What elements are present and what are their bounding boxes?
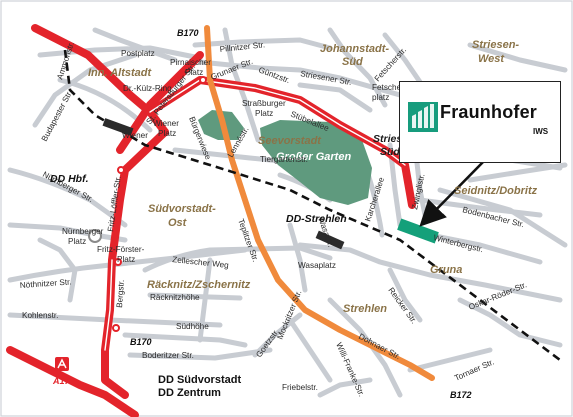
street-nuernberger-platz: Nürnberger	[62, 227, 104, 236]
district-gruna: Gruna	[430, 264, 462, 276]
station-hbf[interactable]: DD Hbf.	[50, 173, 89, 185]
district-johannstadt-2: Süd	[342, 56, 363, 68]
street-pirnaischer-2: Platz	[185, 68, 203, 77]
street-strassburger-2: Platz	[255, 109, 273, 118]
street-nuernberger-platz-2: Platz	[68, 237, 86, 246]
district-seidnitz: Seidnitz/Dobritz	[454, 185, 538, 197]
street-pirnaischer: Pirnaischer	[170, 58, 211, 67]
street-boderitzer: Boderitzer Str.	[142, 351, 194, 360]
street-fritz-foerster-2: Platz	[117, 255, 135, 264]
district-suedvorstadt: Südvorstadt-	[148, 203, 216, 215]
fraunhofer-location[interactable]	[397, 218, 439, 244]
street-wiener-platz-2: Platz	[158, 129, 176, 138]
district-striesen-sued-2: Süd	[380, 146, 400, 158]
orange-road-b172	[204, 25, 435, 381]
street-wiener-str: Wiener	[122, 131, 148, 140]
street-tiergartenstr: Tiergartenstr.	[260, 155, 308, 164]
fraunhofer-logo-icon	[408, 102, 438, 132]
street-wiener-platz: Wiener	[153, 119, 179, 128]
location-arrow	[419, 159, 486, 227]
nuernberger-platz-marker	[88, 229, 102, 243]
cluster-suedvorstadt: DD Südvorstadt	[158, 374, 241, 386]
street-fetscher-platz: Fetscher-	[372, 83, 407, 92]
district-strehlen: Strehlen	[343, 303, 387, 315]
district-grosser-garten: Großer Garten	[276, 151, 351, 163]
station-strehlen-marker[interactable]	[315, 230, 345, 250]
district-johannstadt: Johannstadt-	[320, 43, 389, 55]
district-raecknitz: Räcknitz/Zschernitz	[147, 279, 251, 291]
street-fritz-foerster: Fritz-Förster-	[97, 245, 145, 254]
station-strehlen[interactable]: DD-Strehlen	[286, 213, 347, 225]
road-a17: A17	[52, 376, 71, 386]
street-strassburger: Straßburger	[242, 99, 286, 108]
street-bergstr: Bergstr.	[115, 279, 126, 308]
cluster-zentrum: DD Zentrum	[158, 387, 221, 399]
street-noethnitzer: Nöthnitzer Str.	[20, 277, 72, 290]
district-striesen-west: Striesen-	[472, 39, 519, 51]
street-raecknitzhoehe: Räcknitzhöhe	[150, 293, 200, 302]
railway	[63, 49, 561, 362]
street-suedhoehe: Südhöhe	[176, 322, 209, 331]
station-hbf-marker[interactable]	[102, 118, 134, 136]
street-wasaplatz: Wasaplatz	[298, 261, 336, 270]
street-postplatz: Postplatz	[121, 49, 155, 58]
fraunhofer-logo-text: Fraunhofer	[440, 102, 538, 122]
district-suedvorstadt-2: Ost	[168, 217, 188, 229]
district-seevorstadt: Seevorstadt	[258, 135, 322, 147]
district-inn-altstadt: Inn. Altstadt	[88, 67, 152, 79]
street-kohlenstr: Kohlenstr.	[22, 311, 58, 320]
street-kuelz: Dr.-Külz-Ring	[123, 84, 172, 93]
road-b172: B172	[450, 390, 472, 400]
fraunhofer-logo-box[interactable]: Fraunhofer IWS	[399, 81, 561, 163]
road-b170-bottom: B170	[130, 337, 152, 347]
street-friebelstr: Friebelstr.	[282, 383, 318, 392]
district-striesen-west-2: West	[478, 53, 505, 65]
street-fetscher-platz-2: platz	[372, 93, 389, 102]
road-b170-top: B170	[177, 28, 199, 38]
park-grosser-garten	[260, 120, 372, 205]
fraunhofer-logo-sub: IWS	[533, 127, 549, 136]
